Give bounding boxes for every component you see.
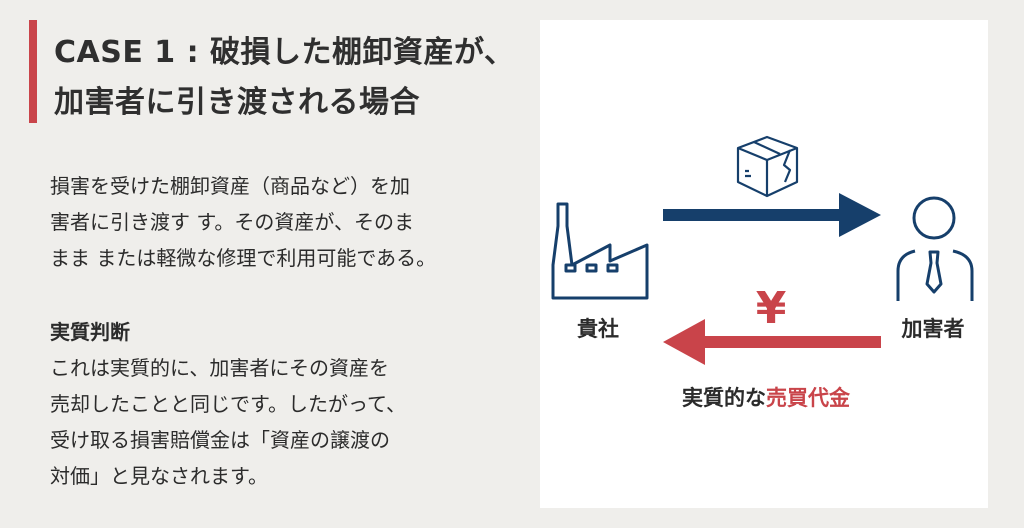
judgment-line: 受け取る損害賠償金は「資産の譲渡の (50, 428, 390, 452)
page-title: CASE 1 : 破損した棚卸資産が、 加害者に引き渡される場合 (54, 28, 514, 128)
damaged-box-icon (736, 135, 799, 198)
judgment-line: 対価」と見なされます。 (50, 464, 268, 488)
right-label: 加害者 (901, 317, 965, 341)
judgment-section: 実質判断 これは実質的に、加害者にその資産を 売却したことと同じです。したがって… (50, 314, 406, 494)
title-accent-bar (29, 20, 37, 123)
judgment-heading: 実質判断 (50, 320, 130, 344)
factory-icon (551, 202, 649, 300)
payment-arrow (663, 319, 881, 365)
description-line: まま または軽微な修理で利用可能である。 (50, 246, 437, 270)
diagram-panel: 貴社 加害者 ¥ 実質的な売 (540, 20, 988, 508)
judgment-line: 売却したことと同じです。したがって、 (50, 392, 406, 416)
description: 損害を受けた棚卸資産（商品など）を加 害者に引き渡す す。その資産が、そのま ま… (50, 168, 436, 276)
yen-icon: ¥ (756, 283, 787, 334)
caption: 実質的な売買代金 (682, 386, 851, 410)
caption-highlight: 売買代金 (766, 386, 851, 410)
title-line-1: CASE 1 : 破損した棚卸資産が、 (54, 35, 515, 70)
description-line: 損害を受けた棚卸資産（商品など）を加 (50, 174, 410, 198)
description-line: 害者に引き渡す す。その資産が、そのま (50, 210, 414, 234)
transaction-diagram: 貴社 加害者 ¥ 実質的な売 (551, 135, 974, 410)
goods-transfer-arrow (663, 193, 881, 237)
left-label: 貴社 (577, 317, 619, 341)
person-icon (896, 196, 974, 301)
caption-plain: 実質的な (682, 386, 766, 410)
title-line-2: 加害者に引き渡される場合 (54, 85, 420, 120)
judgment-line: これは実質的に、加害者にその資産を (50, 356, 389, 380)
